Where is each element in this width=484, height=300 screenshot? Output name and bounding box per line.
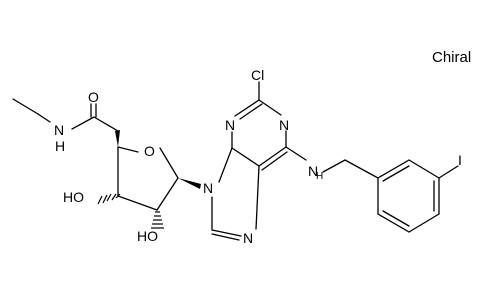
purine-n3-label: N — [225, 117, 235, 133]
amide-bonds — [12, 98, 119, 132]
purine-n1-label: N — [279, 117, 289, 133]
amide-hydrogen-label: H — [55, 138, 65, 154]
amine-nitrogen-label: N — [308, 163, 318, 179]
hydroxyl-2-label: HO — [137, 228, 158, 244]
purine-n9-label: N — [203, 180, 213, 196]
purine-bonds — [211, 81, 379, 241]
ring-oxygen-label: O — [144, 143, 155, 159]
amine-hydrogen-label: H — [316, 171, 323, 182]
amide-nitrogen-label: N — [54, 122, 64, 138]
ribose-bonds — [97, 130, 201, 229]
purine-n7-label: N — [243, 230, 253, 246]
chiral-flag: Chiral — [432, 49, 472, 66]
atom-labels: O N H O HO HO N N N N Cl N H I — [54, 67, 462, 246]
chloro-label: Cl — [251, 67, 264, 83]
phenyl-bonds — [377, 159, 459, 233]
carbonyl-oxygen-label: O — [88, 89, 99, 105]
iodo-label: I — [458, 152, 462, 168]
hydroxyl-3-label: HO — [63, 189, 84, 205]
